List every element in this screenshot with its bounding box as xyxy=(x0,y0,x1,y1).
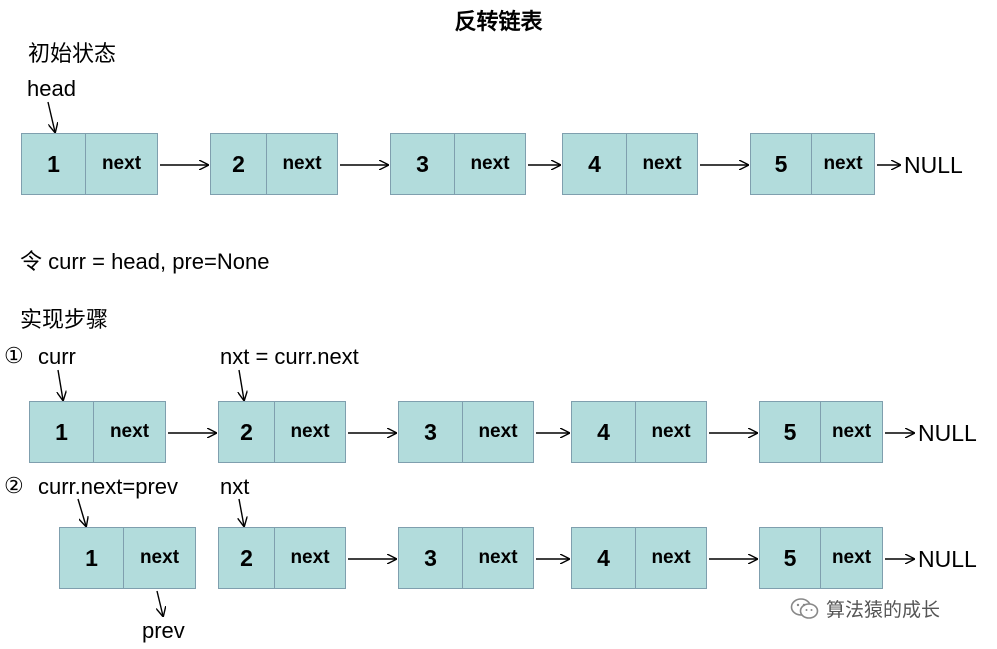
node-value: 3 xyxy=(399,528,463,588)
row2-node-1: 1 next xyxy=(29,401,166,463)
assign-statement: 令 curr = head, pre=None xyxy=(20,249,270,274)
row1-node-1: 1 next xyxy=(21,133,158,195)
wechat-icon xyxy=(790,597,819,619)
node-next-field: next xyxy=(823,153,863,174)
row3-node-3: 3 next xyxy=(398,527,534,589)
node-value: 2 xyxy=(211,134,267,194)
row1-node-4: 4 next xyxy=(562,133,698,195)
row2-node-3: 3 next xyxy=(398,401,534,463)
step1-nxt-pointer xyxy=(239,369,244,400)
node-next-field: next xyxy=(470,153,510,174)
node-value: 1 xyxy=(22,134,86,194)
node-value: 5 xyxy=(760,528,821,588)
node-value: 4 xyxy=(572,402,636,462)
node-next-field: next xyxy=(831,421,872,442)
node-next-field: next xyxy=(290,547,330,568)
node-next-field: next xyxy=(651,547,691,568)
head-pointer-arrow xyxy=(47,101,55,132)
row2-null-label: NULL xyxy=(918,420,977,446)
step2-nxt-pointer xyxy=(239,498,244,526)
node-next-field: next xyxy=(478,421,518,442)
step2-curr-label: curr.next=prev xyxy=(38,474,179,499)
node-value: 3 xyxy=(391,134,455,194)
node-value: 4 xyxy=(572,528,636,588)
row1-node-5: 5 next xyxy=(750,133,875,195)
row1-node-3: 3 next xyxy=(390,133,526,195)
node-next-field: next xyxy=(651,421,691,442)
node-next-field: next xyxy=(101,153,142,174)
node-value: 2 xyxy=(219,528,275,588)
prev-label: prev xyxy=(142,618,185,643)
watermark: 算法猿的成长 xyxy=(790,595,940,622)
row3-null-label: NULL xyxy=(918,546,977,572)
step1-marker: ① xyxy=(4,344,24,369)
node-next-field: next xyxy=(290,421,330,442)
steps-label: 实现步骤 xyxy=(20,308,109,333)
row2-node-5: 5 next xyxy=(759,401,883,463)
row1-null-label: NULL xyxy=(904,152,963,178)
step1-curr-label: curr xyxy=(38,344,76,369)
node-next-field: next xyxy=(139,547,180,568)
node-value: 5 xyxy=(751,134,812,194)
node-value: 3 xyxy=(399,402,463,462)
row3-node-1: 1 next xyxy=(59,527,196,589)
diagram-title: 反转链表 xyxy=(454,9,543,35)
node-next-field: next xyxy=(831,547,872,568)
watermark-text: 算法猿的成长 xyxy=(826,599,941,621)
step2-marker: ② xyxy=(4,474,24,499)
node-next-field: next xyxy=(109,421,150,442)
initial-state-label: 初始状态 xyxy=(28,42,117,67)
row2-node-2: 2 next xyxy=(218,401,346,463)
node-value: 5 xyxy=(760,402,821,462)
row3-node-4: 4 next xyxy=(571,527,707,589)
node-value: 2 xyxy=(219,402,275,462)
head-label: head xyxy=(27,76,76,101)
node-value: 1 xyxy=(60,528,124,588)
row2-node-4: 4 next xyxy=(571,401,707,463)
step2-curr-pointer xyxy=(77,498,86,526)
step1-curr-pointer xyxy=(58,369,63,400)
row3-node-5: 5 next xyxy=(759,527,883,589)
row3-node-2: 2 next xyxy=(218,527,346,589)
node-value: 4 xyxy=(563,134,627,194)
next-to-prev-arrow xyxy=(157,590,163,616)
step1-nxt-label: nxt = curr.next xyxy=(220,344,359,369)
node-next-field: next xyxy=(282,153,322,174)
node-next-field: next xyxy=(642,153,682,174)
node-next-field: next xyxy=(478,547,518,568)
row1-node-2: 2 next xyxy=(210,133,338,195)
step2-nxt-label: nxt xyxy=(220,474,250,499)
node-value: 1 xyxy=(30,402,94,462)
